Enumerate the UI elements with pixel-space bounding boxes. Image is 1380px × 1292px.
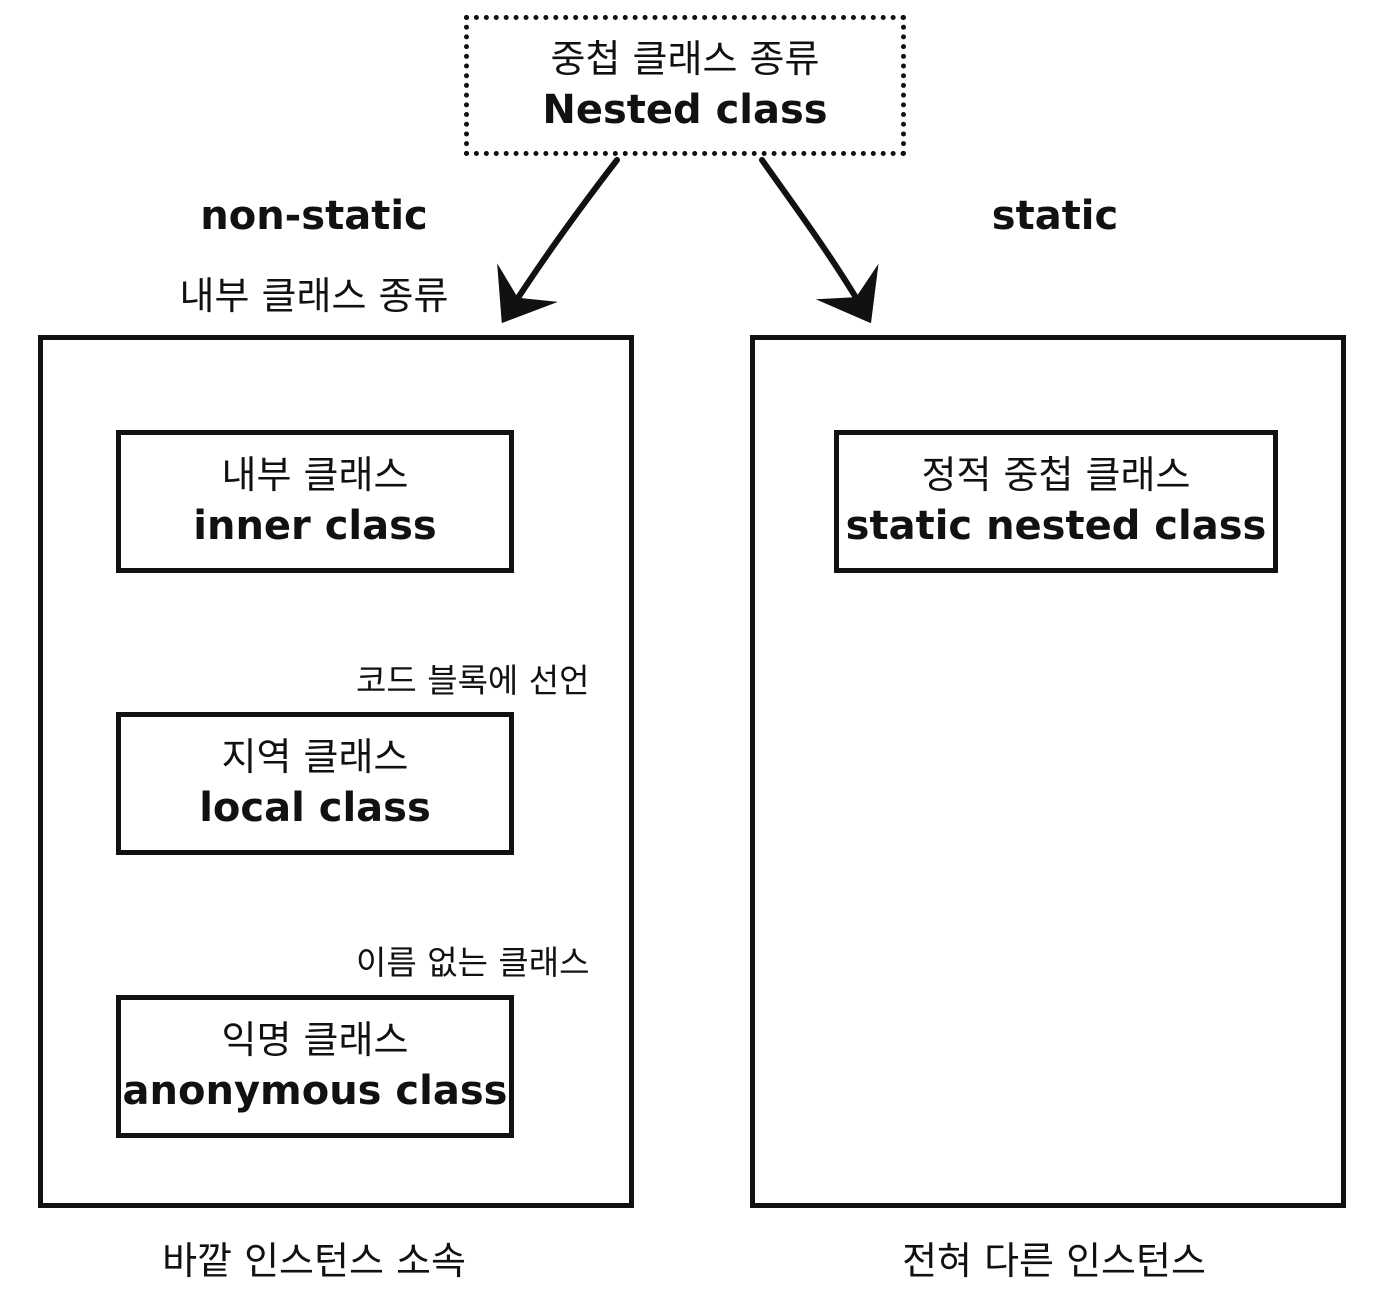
local-class-node: 지역 클래스 local class xyxy=(116,712,514,855)
local-class-en: local class xyxy=(199,784,431,831)
static-nested-class-en: static nested class xyxy=(845,502,1267,549)
static-nested-class-node: 정적 중첩 클래스 static nested class xyxy=(834,430,1278,573)
arrow-root-to-static xyxy=(759,157,879,324)
static-caption: 전혀 다른 인스턴스 xyxy=(902,1239,1206,1283)
root-node: 중첩 클래스 종류 Nested class xyxy=(464,15,906,156)
non-static-caption: 바깥 인스턴스 소속 xyxy=(162,1239,466,1283)
non-static-subheading: 내부 클래스 종류 xyxy=(179,274,449,318)
local-class-ko: 지역 클래스 xyxy=(221,734,409,779)
non-static-heading: non-static xyxy=(200,193,428,239)
anonymous-class-en: anonymous class xyxy=(122,1067,508,1114)
static-heading: static xyxy=(991,193,1119,239)
edge-label-no-name: 이름 없는 클래스 xyxy=(356,943,590,982)
inner-class-ko: 내부 클래스 xyxy=(221,452,409,497)
inner-class-node: 내부 클래스 inner class xyxy=(116,430,514,573)
inner-class-en: inner class xyxy=(193,502,437,549)
root-title-en: Nested class xyxy=(542,86,828,133)
arrow-root-to-non-static xyxy=(497,157,620,324)
static-nested-class-ko: 정적 중첩 클래스 xyxy=(921,452,1191,497)
anonymous-class-node: 익명 클래스 anonymous class xyxy=(116,995,514,1138)
root-title-ko: 중첩 클래스 종류 xyxy=(550,36,820,81)
edge-label-code-block: 코드 블록에 선언 xyxy=(356,661,590,700)
anonymous-class-ko: 익명 클래스 xyxy=(221,1017,409,1062)
